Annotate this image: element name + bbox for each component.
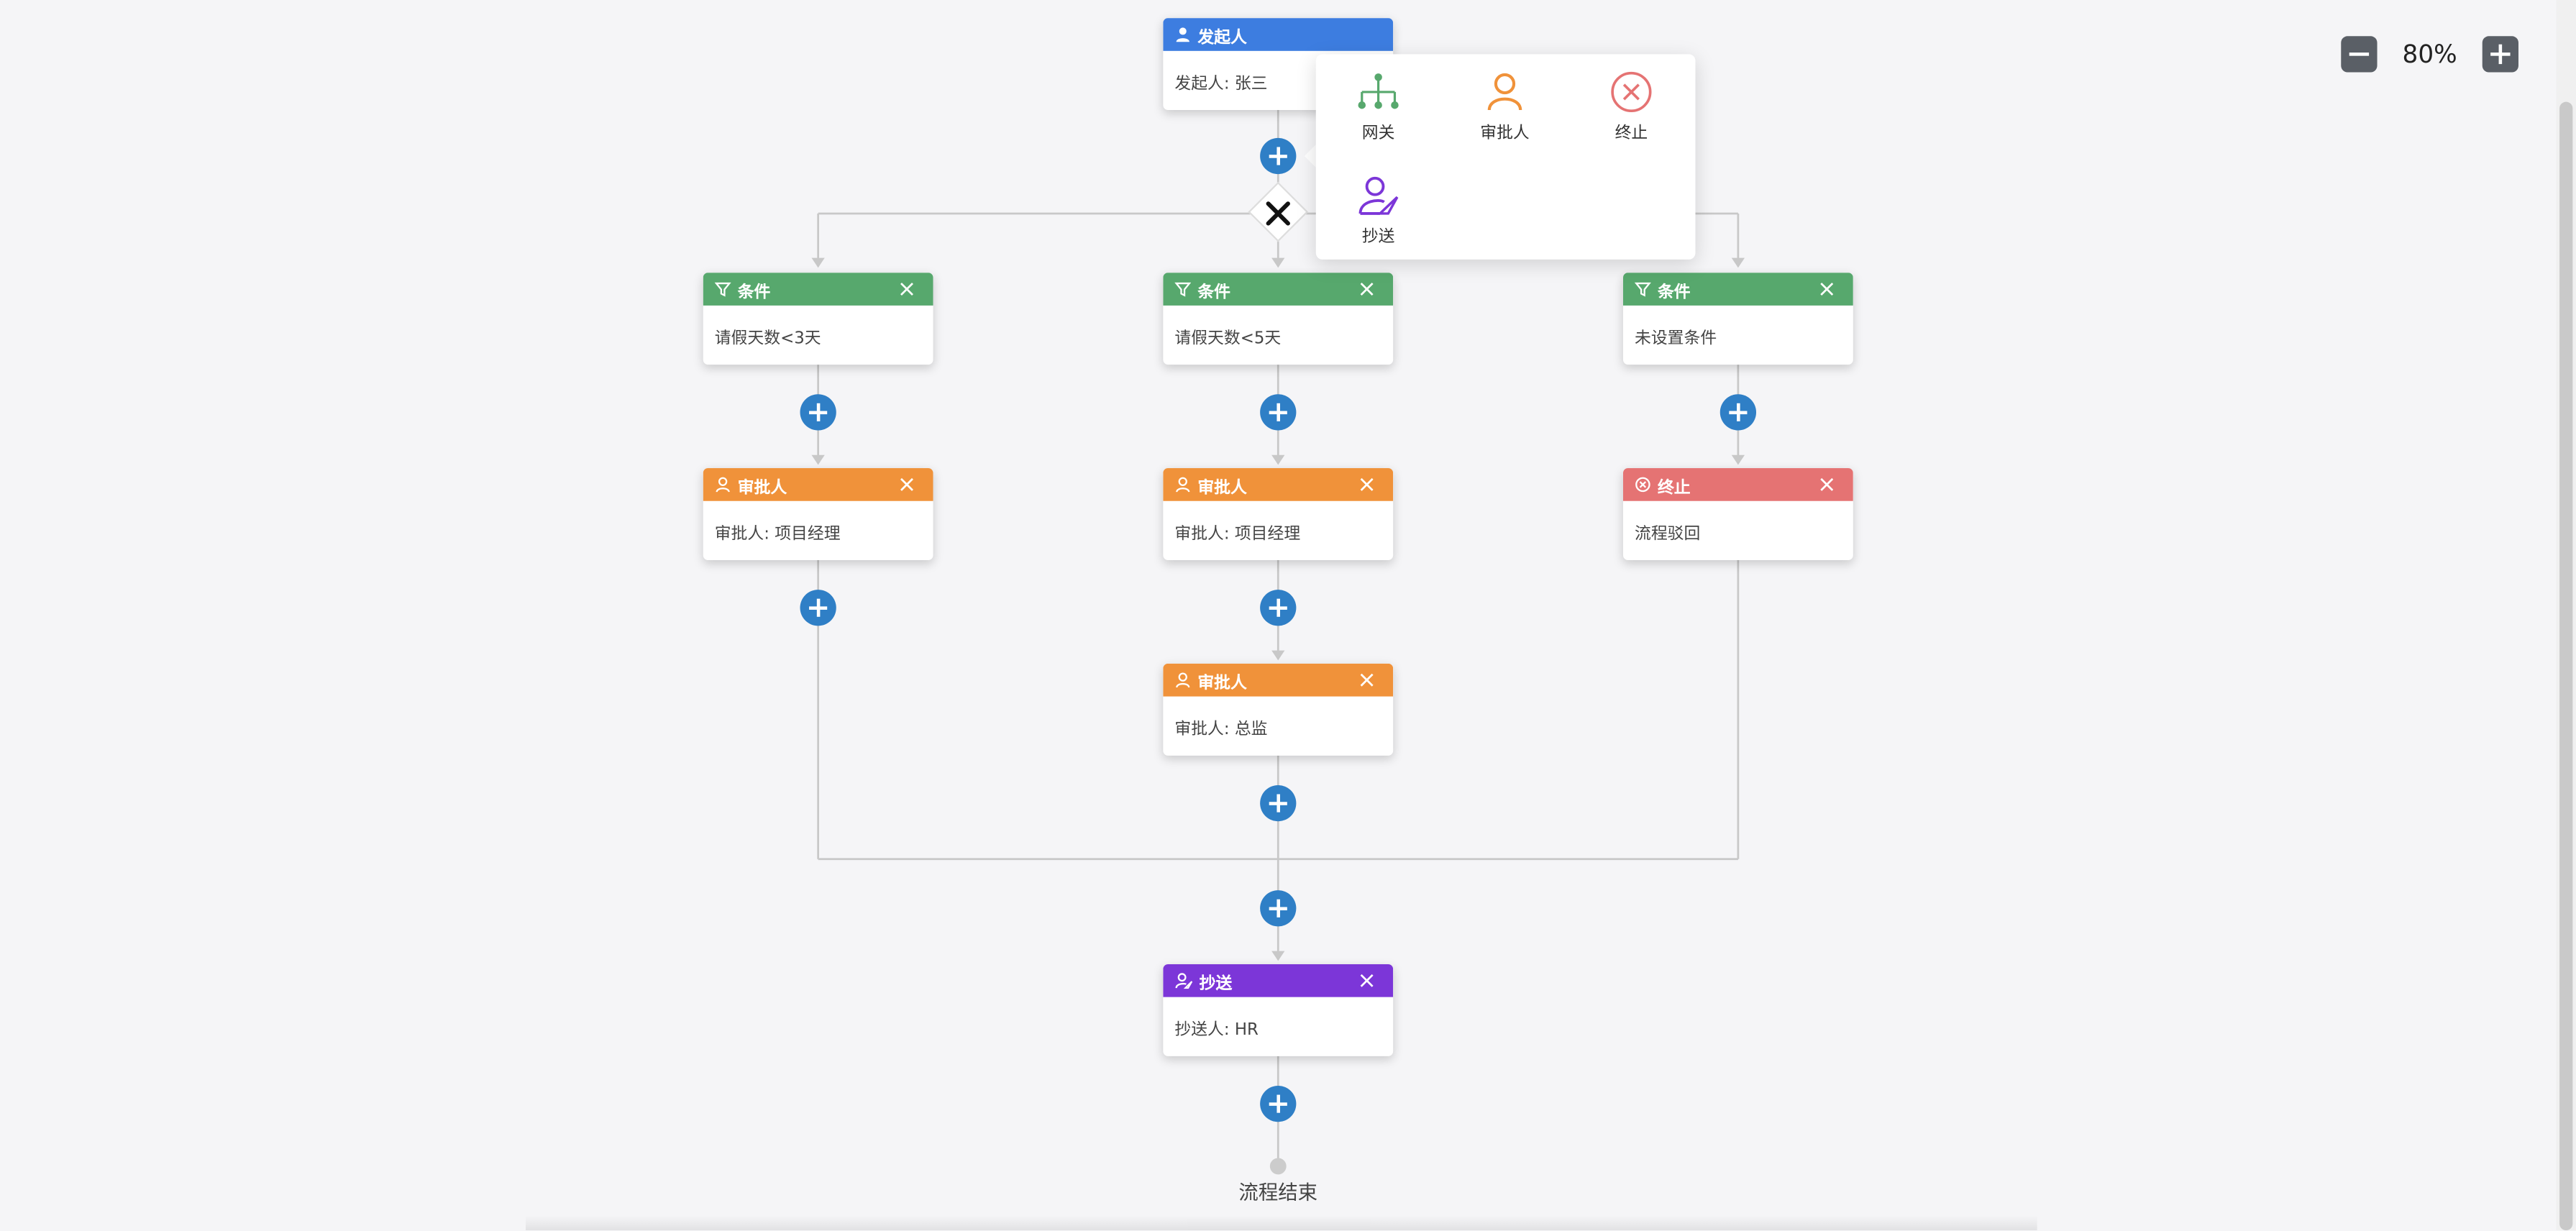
approver-node-content: 审批人: 项目经理 bbox=[714, 524, 841, 543]
approver-icon bbox=[1176, 477, 1190, 493]
condition-node[interactable]: 条件 未设置条件 bbox=[1622, 273, 1853, 365]
close-icon[interactable] bbox=[1358, 972, 1375, 989]
terminate-icon bbox=[1635, 477, 1650, 493]
user-icon bbox=[1176, 27, 1189, 42]
approver-icon bbox=[716, 477, 730, 493]
approver-node-type: 审批人 bbox=[1197, 674, 1247, 692]
add-node-button[interactable] bbox=[1260, 1085, 1297, 1122]
close-icon[interactable] bbox=[899, 476, 915, 493]
terminate-node[interactable]: 终止 流程驳回 bbox=[1622, 468, 1853, 560]
condition-node-type: 条件 bbox=[737, 283, 771, 302]
cc-icon bbox=[1358, 176, 1399, 215]
approver-node-content: 审批人: 项目经理 bbox=[1174, 524, 1301, 543]
gateway-icon bbox=[1358, 73, 1399, 109]
zoom-in-button[interactable] bbox=[2482, 36, 2518, 73]
initiator-node-header: 发起人 bbox=[1163, 18, 1394, 51]
add-node-button[interactable] bbox=[1719, 394, 1757, 431]
flow-end: 流程结束 bbox=[1215, 1158, 1340, 1206]
approver-node-type: 审批人 bbox=[737, 478, 787, 498]
condition-node-type: 条件 bbox=[1657, 283, 1691, 302]
terminate-node-type: 终止 bbox=[1657, 478, 1691, 498]
cc-node[interactable]: 抄送 抄送人: HR bbox=[1163, 964, 1394, 1056]
approver-icon bbox=[1176, 672, 1190, 688]
condition-node-type: 条件 bbox=[1197, 283, 1231, 302]
add-node-button[interactable] bbox=[1260, 784, 1297, 822]
popup-item-cc[interactable]: 抄送 bbox=[1329, 174, 1428, 260]
end-dot bbox=[1269, 1158, 1287, 1175]
add-node-button[interactable] bbox=[800, 394, 836, 431]
approver-node[interactable]: 审批人 审批人: 项目经理 bbox=[1163, 468, 1394, 560]
terminate-icon bbox=[1611, 71, 1652, 113]
popup-item-label: 终止 bbox=[1614, 124, 1648, 143]
cc-node-content: 抄送人: HR bbox=[1174, 1020, 1259, 1039]
terminate-node-content: 流程驳回 bbox=[1634, 524, 1701, 543]
end-label: 流程结束 bbox=[1238, 1181, 1318, 1204]
terminate-node-header: 终止 bbox=[1622, 468, 1853, 501]
filter-icon bbox=[1174, 282, 1192, 297]
close-icon[interactable] bbox=[899, 281, 915, 298]
add-node-button[interactable] bbox=[1260, 137, 1297, 175]
add-node-popup: 网关 审批人 终止 抄送 bbox=[1315, 54, 1696, 260]
zoom-level: 80% bbox=[2402, 39, 2457, 69]
vertical-scrollbar[interactable] bbox=[2556, 0, 2576, 1231]
popup-item-label: 抄送 bbox=[1361, 228, 1395, 247]
cc-node-type: 抄送 bbox=[1199, 974, 1233, 993]
approver-node-header: 审批人 bbox=[703, 468, 933, 501]
close-icon[interactable] bbox=[1358, 672, 1375, 688]
scrollbar-thumb[interactable] bbox=[2559, 101, 2573, 1231]
close-icon[interactable] bbox=[1358, 476, 1375, 493]
popup-item-approver[interactable]: 审批人 bbox=[1456, 70, 1554, 156]
add-node-button[interactable] bbox=[1260, 394, 1297, 431]
add-node-button[interactable] bbox=[1260, 590, 1297, 626]
filter-icon bbox=[1634, 282, 1651, 297]
close-icon[interactable] bbox=[1819, 281, 1835, 298]
zoom-controls: 80% bbox=[2341, 36, 2518, 73]
close-icon[interactable] bbox=[1358, 281, 1375, 298]
initiator-node-type: 发起人 bbox=[1197, 28, 1247, 47]
initiator-node-content: 发起人: 张三 bbox=[1174, 74, 1268, 93]
condition-node-content: 未设置条件 bbox=[1634, 329, 1717, 348]
approver-node-type: 审批人 bbox=[1197, 478, 1247, 498]
approver-node-header: 审批人 bbox=[1163, 468, 1394, 501]
approver-node-header: 审批人 bbox=[1163, 663, 1394, 697]
zoom-out-button[interactable] bbox=[2341, 36, 2378, 73]
condition-node-header: 条件 bbox=[1622, 273, 1853, 306]
popup-item-terminate[interactable]: 终止 bbox=[1582, 70, 1681, 156]
bottom-shadow bbox=[526, 1215, 2037, 1231]
approver-node[interactable]: 审批人 审批人: 总监 bbox=[1163, 663, 1394, 756]
condition-node-content: 请假天数<5天 bbox=[1174, 329, 1282, 348]
add-node-button[interactable] bbox=[800, 590, 836, 626]
add-node-button[interactable] bbox=[1260, 890, 1297, 927]
approver-node-content: 审批人: 总监 bbox=[1174, 720, 1268, 738]
condition-node-header: 条件 bbox=[703, 273, 933, 306]
approver-node[interactable]: 审批人 审批人: 项目经理 bbox=[703, 468, 933, 560]
approver-icon bbox=[1487, 73, 1522, 111]
popup-item-gateway[interactable]: 网关 bbox=[1329, 70, 1428, 156]
cc-node-header: 抄送 bbox=[1163, 964, 1394, 997]
cc-icon bbox=[1175, 973, 1193, 989]
filter-icon bbox=[714, 282, 731, 297]
condition-node[interactable]: 条件 请假天数<3天 bbox=[703, 273, 933, 365]
close-icon[interactable] bbox=[1819, 476, 1835, 493]
condition-node-header: 条件 bbox=[1163, 273, 1394, 306]
condition-node[interactable]: 条件 请假天数<5天 bbox=[1163, 273, 1394, 365]
popup-arrow bbox=[1304, 145, 1316, 168]
popup-item-label: 网关 bbox=[1361, 124, 1395, 143]
popup-item-label: 审批人 bbox=[1480, 124, 1530, 143]
condition-node-content: 请假天数<3天 bbox=[714, 329, 821, 348]
